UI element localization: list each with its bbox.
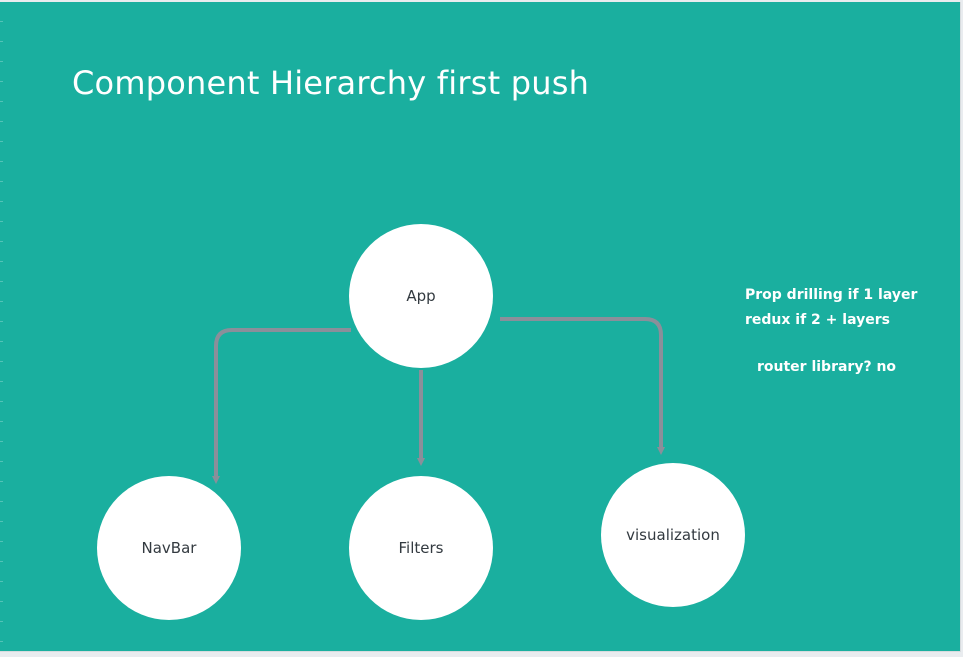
canvas-left-edge (0, 2, 3, 651)
node-visualization-label: visualization (626, 526, 720, 544)
node-app[interactable]: App (349, 224, 493, 368)
node-visualization[interactable]: visualization (601, 463, 745, 607)
diagram-title: Component Hierarchy first push (72, 64, 590, 102)
node-navbar-label: NavBar (141, 539, 197, 557)
note-router-library: router library? no (757, 359, 897, 375)
node-filters[interactable]: Filters (349, 476, 493, 620)
note-prop-drilling: Prop drilling if 1 layer (745, 287, 918, 303)
note-redux: redux if 2 + layers (745, 312, 890, 328)
node-filters-label: Filters (398, 539, 444, 557)
connector-app-to-navbar (212, 328, 351, 484)
node-navbar[interactable]: NavBar (97, 476, 241, 620)
node-app-label: App (406, 287, 436, 305)
connector-app-to-visualization (500, 317, 665, 455)
